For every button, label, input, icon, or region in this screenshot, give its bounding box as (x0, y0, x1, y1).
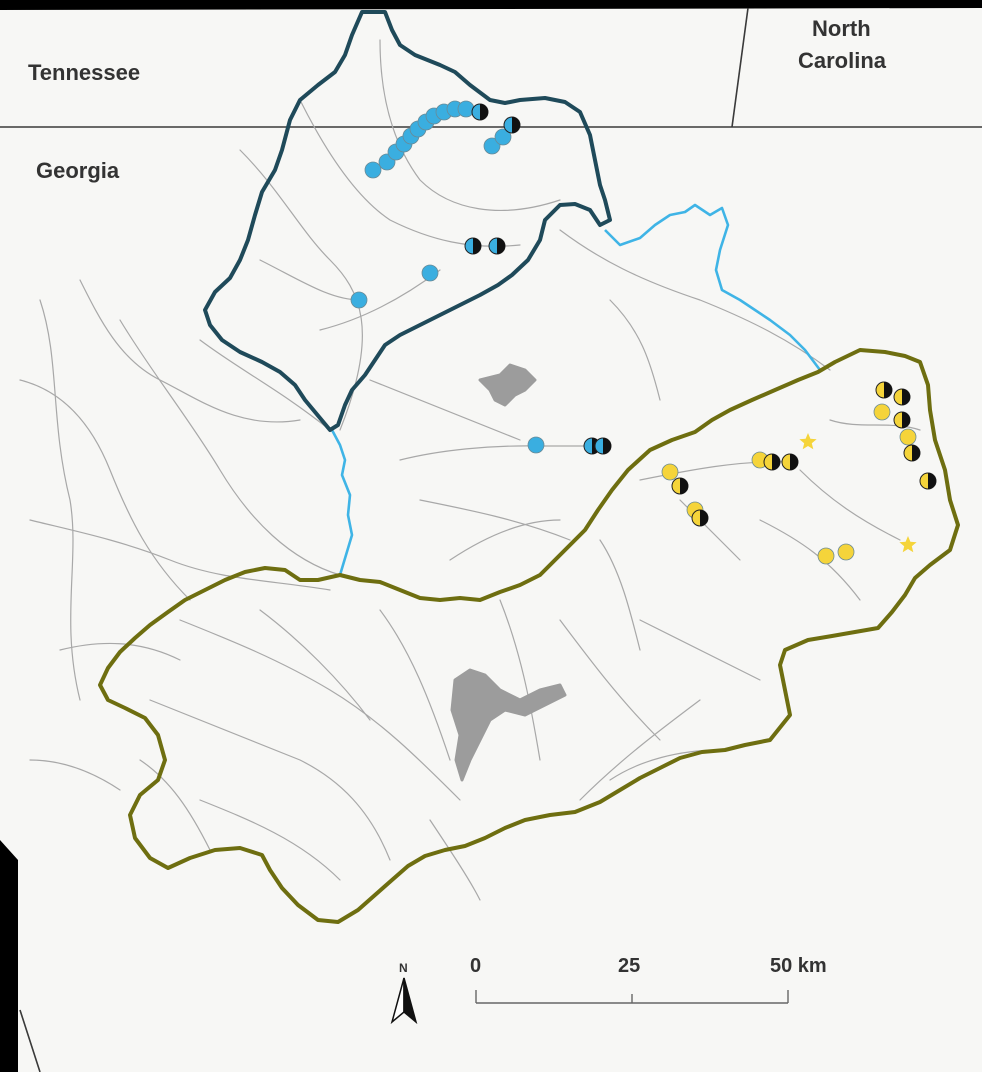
site-half-dark (680, 478, 688, 494)
site-half-dark (497, 238, 505, 254)
site-half (671, 477, 689, 495)
site-half (893, 388, 911, 406)
state-label-north-carolina-line1: North (812, 16, 871, 41)
scale-tick-50: 50 km (770, 955, 827, 977)
site-circle (494, 128, 512, 146)
site-circle (364, 161, 382, 179)
site-half-dark (928, 473, 936, 489)
site-half (763, 453, 781, 471)
site-half-dark (884, 382, 892, 398)
site-half-dark (512, 117, 520, 133)
site-half-dark (772, 454, 780, 470)
site-half (488, 237, 506, 255)
state-label-north-carolina-line2: Carolina (798, 48, 887, 73)
site-half-dark (790, 454, 798, 470)
site-half-dark (473, 238, 481, 254)
site-half-dark (902, 412, 910, 428)
site-circle (483, 137, 501, 155)
scale-bar: 0 25 50 km (470, 955, 827, 1004)
site-half (464, 237, 482, 255)
site-circle (421, 264, 439, 282)
site-half-dark (912, 445, 920, 461)
north-arrow-icon: N (390, 961, 418, 1025)
site-half-dark (902, 389, 910, 405)
main-river (330, 203, 822, 576)
site-circle (527, 436, 545, 454)
site-circle (457, 100, 475, 118)
state-borders (0, 7, 982, 1072)
reservoirs (450, 363, 567, 782)
site-half (781, 453, 799, 471)
site-circle (661, 463, 679, 481)
site-half (893, 411, 911, 429)
land-area (0, 8, 982, 1072)
site-half (503, 116, 521, 134)
north-basin-outline (203, 10, 612, 432)
site-half (875, 381, 893, 399)
state-label-georgia: Georgia (36, 158, 120, 183)
site-half (691, 509, 709, 527)
scale-tick-25: 25 (618, 955, 640, 977)
site-star (899, 536, 917, 553)
site-half (594, 437, 612, 455)
site-markers (350, 100, 937, 565)
site-circle (350, 291, 368, 309)
site-star (799, 433, 817, 450)
site-circle (837, 543, 855, 561)
site-half (903, 444, 921, 462)
site-half (919, 472, 937, 490)
state-label-tennessee: Tennessee (28, 60, 140, 85)
site-half-dark (603, 438, 611, 454)
south-basin-outline (98, 348, 960, 924)
scale-tick-0: 0 (470, 955, 481, 977)
site-circle (899, 428, 917, 446)
site-circle (873, 403, 891, 421)
site-circle (817, 547, 835, 565)
site-half-dark (700, 510, 708, 526)
site-half-dark (480, 104, 488, 120)
site-half (471, 103, 489, 121)
north-arrow-label: N (399, 961, 408, 975)
